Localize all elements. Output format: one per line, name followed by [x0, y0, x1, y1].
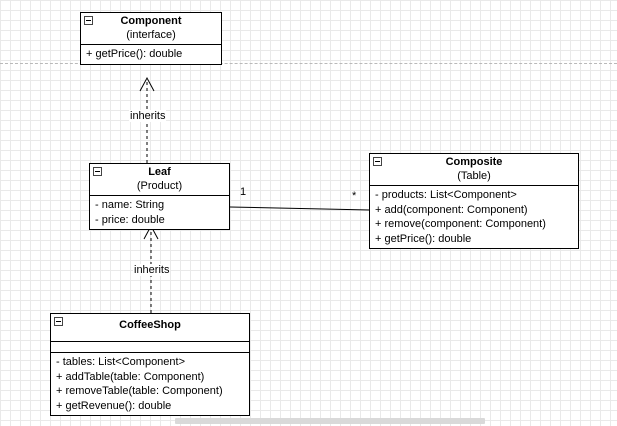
class-name: Component: [120, 15, 182, 27]
inherits-label-coffeeshop: inherits: [133, 264, 171, 276]
class-stereotype: (Product): [136, 180, 183, 192]
member-item: + removeTable(table: Component): [56, 385, 223, 397]
class-name: Composite: [445, 156, 503, 168]
class-name: Leaf: [148, 166, 171, 178]
member-item: + add(component: Component): [375, 203, 528, 216]
multiplicity-composite-end: *: [352, 190, 357, 202]
attribute-item: - price: double: [95, 213, 165, 226]
method-item: + getPrice(): double: [86, 48, 183, 60]
collapse-toggle-icon[interactable]: [84, 16, 93, 25]
class-header: Component (interface): [81, 13, 221, 44]
inherits-label-leaf: inherits: [129, 110, 167, 122]
attribute-list-empty: [51, 341, 249, 352]
collapse-toggle-icon[interactable]: [93, 167, 102, 176]
leaf-composite-association-edge: [229, 206, 371, 211]
class-name: CoffeeShop: [119, 319, 181, 331]
class-component[interactable]: Component (interface) + getPrice(): doub…: [80, 12, 222, 65]
multiplicity-leaf-end: 1: [240, 186, 247, 198]
member-list: - products: List<Component> + add(compon…: [370, 185, 578, 248]
leaf-to-component-arrowhead: [139, 76, 155, 92]
method-list: + getPrice(): double: [81, 44, 221, 64]
horizontal-scrollbar[interactable]: [175, 418, 485, 424]
class-leaf[interactable]: Leaf (Product) - name: String - price: d…: [89, 163, 230, 230]
collapse-toggle-icon[interactable]: [373, 157, 382, 166]
class-composite[interactable]: Composite (Table) - products: List<Compo…: [369, 153, 579, 249]
member-item: + getPrice(): double: [375, 232, 472, 245]
class-header: Leaf (Product): [90, 164, 229, 195]
member-item: + getRevenue(): double: [56, 399, 172, 412]
member-item: - tables: List<Component>: [56, 356, 186, 368]
member-list: - tables: List<Component> + addTable(tab…: [51, 352, 249, 415]
attribute-item: - name: String: [95, 199, 165, 211]
member-item: + remove(component: Component): [375, 218, 546, 230]
page-break-line: [0, 63, 617, 64]
member-item: - products: List<Component>: [375, 189, 517, 201]
class-stereotype: (interface): [126, 29, 176, 41]
attribute-list: - name: String - price: double: [90, 195, 229, 229]
member-item: + addTable(table: Component): [56, 370, 205, 383]
class-header: Composite (Table): [370, 154, 578, 185]
class-header: CoffeeShop: [51, 314, 249, 341]
collapse-toggle-icon[interactable]: [54, 317, 63, 326]
class-stereotype: (Table): [457, 170, 491, 182]
class-coffeeshop[interactable]: CoffeeShop - tables: List<Component> + a…: [50, 313, 250, 416]
